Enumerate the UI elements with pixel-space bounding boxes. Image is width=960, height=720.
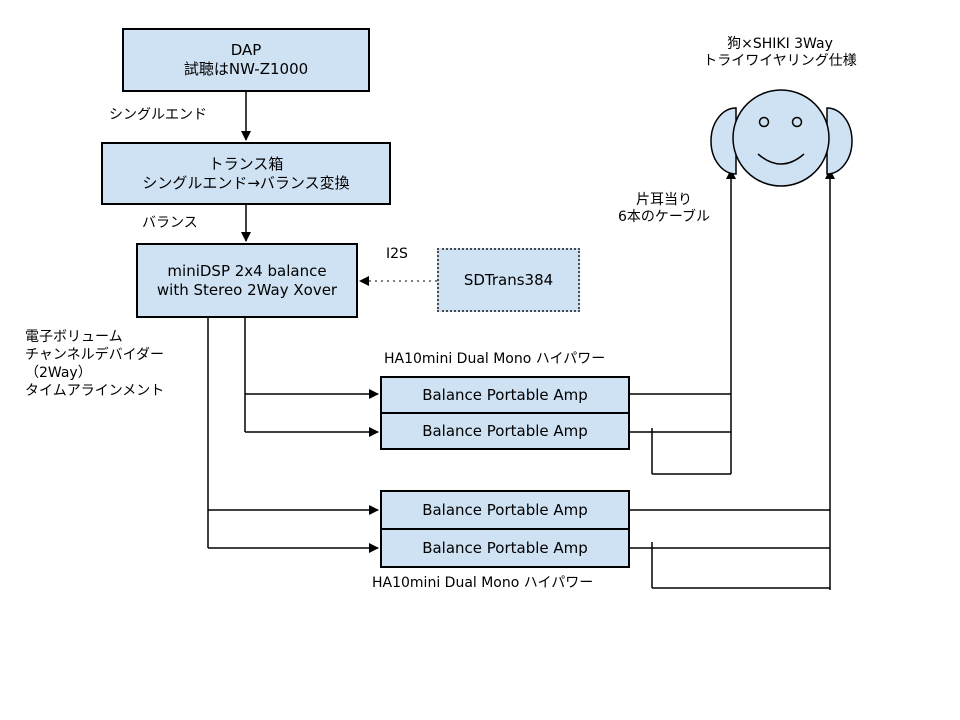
amp-box-4: Balance Portable Amp — [380, 528, 630, 568]
dap-subtitle: 試聴はNW-Z1000 — [183, 60, 309, 78]
sdtrans-box: SDTrans384 — [437, 248, 580, 312]
trans-title: トランス箱 — [208, 154, 284, 173]
minidsp-line2: with Stereo 2Way Xover — [156, 280, 338, 299]
amp-label-2: Balance Portable Amp — [422, 421, 588, 440]
trans-box: トランス箱 シングルエンド→バランス変換 — [101, 142, 391, 205]
trans-subtitle: シングルエンド→バランス変換 — [142, 173, 350, 192]
minidsp-box: miniDSP 2x4 balance with Stereo 2Way Xov… — [136, 243, 358, 318]
dap-title: DAP — [230, 41, 262, 59]
amp-label-1: Balance Portable Amp — [422, 385, 588, 404]
headphone-title-line-2: トライワイヤリング仕様 — [703, 53, 857, 69]
cable-note-line-1: 片耳当り — [636, 192, 692, 208]
dsp-desc-line-2: チャンネルデバイダー — [25, 347, 165, 363]
dsp-desc-line-3: （2Way） — [25, 365, 92, 381]
right-eye — [791, 116, 803, 128]
amp-box-1: Balance Portable Amp — [380, 376, 630, 414]
dap-box: DAP 試聴はNW-Z1000 — [122, 28, 370, 92]
cable-note-line-2: 6本のケーブル — [617, 209, 711, 225]
dsp-desc-line-4: タイムアラインメント — [25, 383, 165, 399]
label-i2s: I2S — [386, 246, 408, 262]
minidsp-line1: miniDSP 2x4 balance — [167, 261, 327, 280]
right-ear-cup — [826, 107, 853, 175]
cable-note: 片耳当り 6本のケーブル — [590, 192, 738, 226]
amp-label-4: Balance Portable Amp — [422, 538, 588, 557]
ha-top-label: HA10mini Dual Mono ハイパワー — [384, 351, 606, 367]
smile — [757, 153, 805, 165]
amp-label-3: Balance Portable Amp — [422, 500, 588, 519]
headphone-title: 狗×SHIKI 3Way トライワイヤリング仕様 — [658, 36, 902, 70]
left-ear-cup — [710, 107, 737, 175]
headphone-face-icon — [710, 89, 853, 187]
face-circle — [732, 89, 830, 187]
amp-box-2: Balance Portable Amp — [380, 412, 630, 450]
headphone-title-line-1: 狗×SHIKI 3Way — [727, 36, 833, 52]
label-balance: バランス — [142, 215, 198, 231]
dsp-desc-line-1: 電子ボリューム — [25, 329, 123, 345]
label-single-end: シングルエンド — [109, 107, 207, 123]
dsp-description: 電子ボリューム チャンネルデバイダー （2Way） タイムアラインメント — [25, 328, 164, 400]
amp-box-3: Balance Portable Amp — [380, 490, 630, 530]
ha-bottom-label: HA10mini Dual Mono ハイパワー — [372, 575, 594, 591]
sdtrans-label: SDTrans384 — [463, 270, 554, 289]
left-eye — [758, 116, 770, 128]
